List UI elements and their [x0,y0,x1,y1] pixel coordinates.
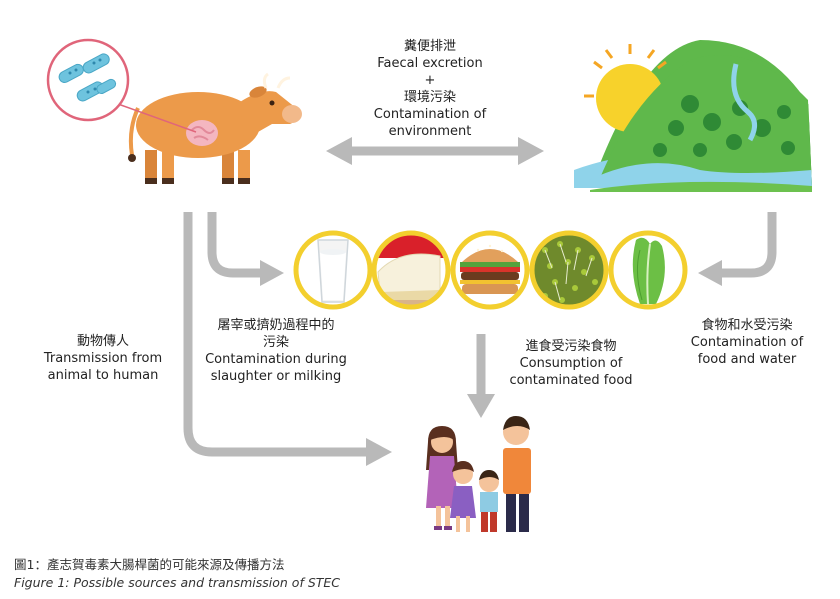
arrow-environment-to-food [698,212,777,286]
label-env-en2: environment [388,124,472,139]
label-faecal-zh: 糞便排泄 [403,39,456,54]
label-foodwater-en1: Contamination of [690,335,804,350]
label-consume-zh: 進食受污染食物 [525,339,617,354]
girl-figure [450,461,476,532]
label-animal-en1: Transmission from [43,351,163,366]
father-figure [503,416,531,532]
label-consumption: 進食受污染食物 Consumption of contaminated food [496,338,646,389]
label-animal-to-human: 動物傳人 Transmission from animal to human [28,333,178,384]
mother-figure [426,426,458,530]
cow-illustration [128,72,302,184]
arrow-food-to-human [467,334,495,418]
figure-caption: 圖1：產志賀毒素大腸桿菌的可能來源及傳播方法 Figure 1: Possibl… [14,556,340,592]
food-circle-milk [293,230,373,310]
label-slaughter-zh2: 污染 [262,335,289,350]
food-circle-sprouts [529,230,609,310]
label-foodwater-en2: food and water [697,352,797,367]
food-circle-lettuce [608,230,688,310]
label-animal-zh: 動物傳人 [76,334,129,349]
label-consume-en1: Consumption of [519,356,623,371]
caption-en: Figure 1: Possible sources and transmiss… [14,575,341,590]
label-slaughter-milking: 屠宰或擠奶過程中的 污染 Contamination during slaugh… [196,317,356,385]
label-env-zh: 環境污染 [403,90,456,105]
label-env-en1: Contamination of [373,107,487,122]
food-circle-burger [450,230,530,310]
boy-figure [479,470,499,532]
environment-illustration [574,38,812,192]
label-slaughter-zh1: 屠宰或擠奶過程中的 [217,318,335,333]
arrow-slaughter-to-food [207,212,284,286]
label-foodwater-zh: 食物和水受污染 [701,318,793,333]
family-illustration [426,416,531,532]
caption-zh: 圖1：產志賀毒素大腸桿菌的可能來源及傳播方法 [14,557,285,572]
label-faecal-excretion: 糞便排泄 Faecal excretion + 環境污染 Contaminati… [350,38,510,140]
label-slaughter-en2: slaughter or milking [210,369,342,384]
label-plus: + [424,73,436,88]
food-circle-cheese [371,230,451,310]
label-food-water: 食物和水受污染 Contamination of food and water [672,317,822,368]
bacteria-magnifier [46,38,130,122]
label-faecal-en: Faecal excretion [377,56,483,71]
label-animal-en2: animal to human [47,368,159,383]
arrow-animal-to-human [183,212,392,466]
arrow-bidirectional-cow-environment [326,137,544,165]
magnifier-pointer-line [117,103,197,133]
label-slaughter-en1: Contamination during [205,352,347,367]
label-consume-en2: contaminated food [509,373,633,388]
